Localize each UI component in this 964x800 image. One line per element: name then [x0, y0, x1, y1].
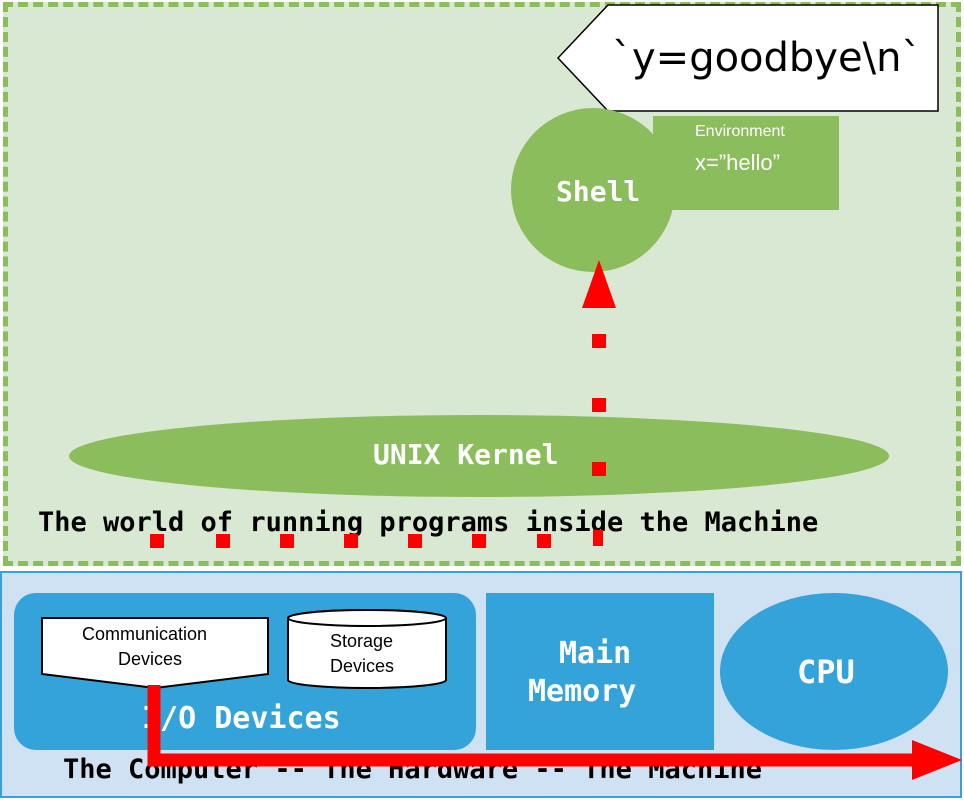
unix-kernel [69, 415, 889, 497]
storage-devices-top [287, 609, 447, 627]
upward-arrowhead [582, 260, 616, 308]
hardware-flow-line [147, 685, 915, 767]
communication-devices-line1: Communication [82, 624, 208, 644]
main-memory-line2: Memory [528, 674, 637, 709]
cpu-node [720, 593, 948, 750]
cpu-label: CPU [797, 653, 855, 691]
hardware-flow-arrowhead [912, 740, 962, 780]
io-devices-label: I/O Devices [142, 701, 341, 736]
shell-node [511, 108, 675, 272]
environment-box [653, 116, 839, 210]
main-memory-line1: Main [559, 636, 632, 671]
communication-devices-shape [41, 617, 269, 690]
callout-shape [556, 4, 939, 112]
running-programs-title: The world of running programs inside the… [38, 507, 819, 538]
shell-label: Shell [556, 175, 641, 208]
main-memory-box [486, 593, 714, 750]
upward-dotted-path [150, 334, 606, 548]
environment-value: x=”hello” [695, 150, 780, 175]
environment-heading: Environment [695, 123, 785, 140]
storage-devices-line2: Devices [330, 656, 395, 676]
communication-devices-line2: Devices [118, 649, 183, 669]
callout-text: `y=goodbye\n` [612, 35, 922, 81]
storage-devices-line1: Storage [330, 631, 394, 651]
unix-kernel-label: UNIX Kernel [373, 438, 559, 471]
